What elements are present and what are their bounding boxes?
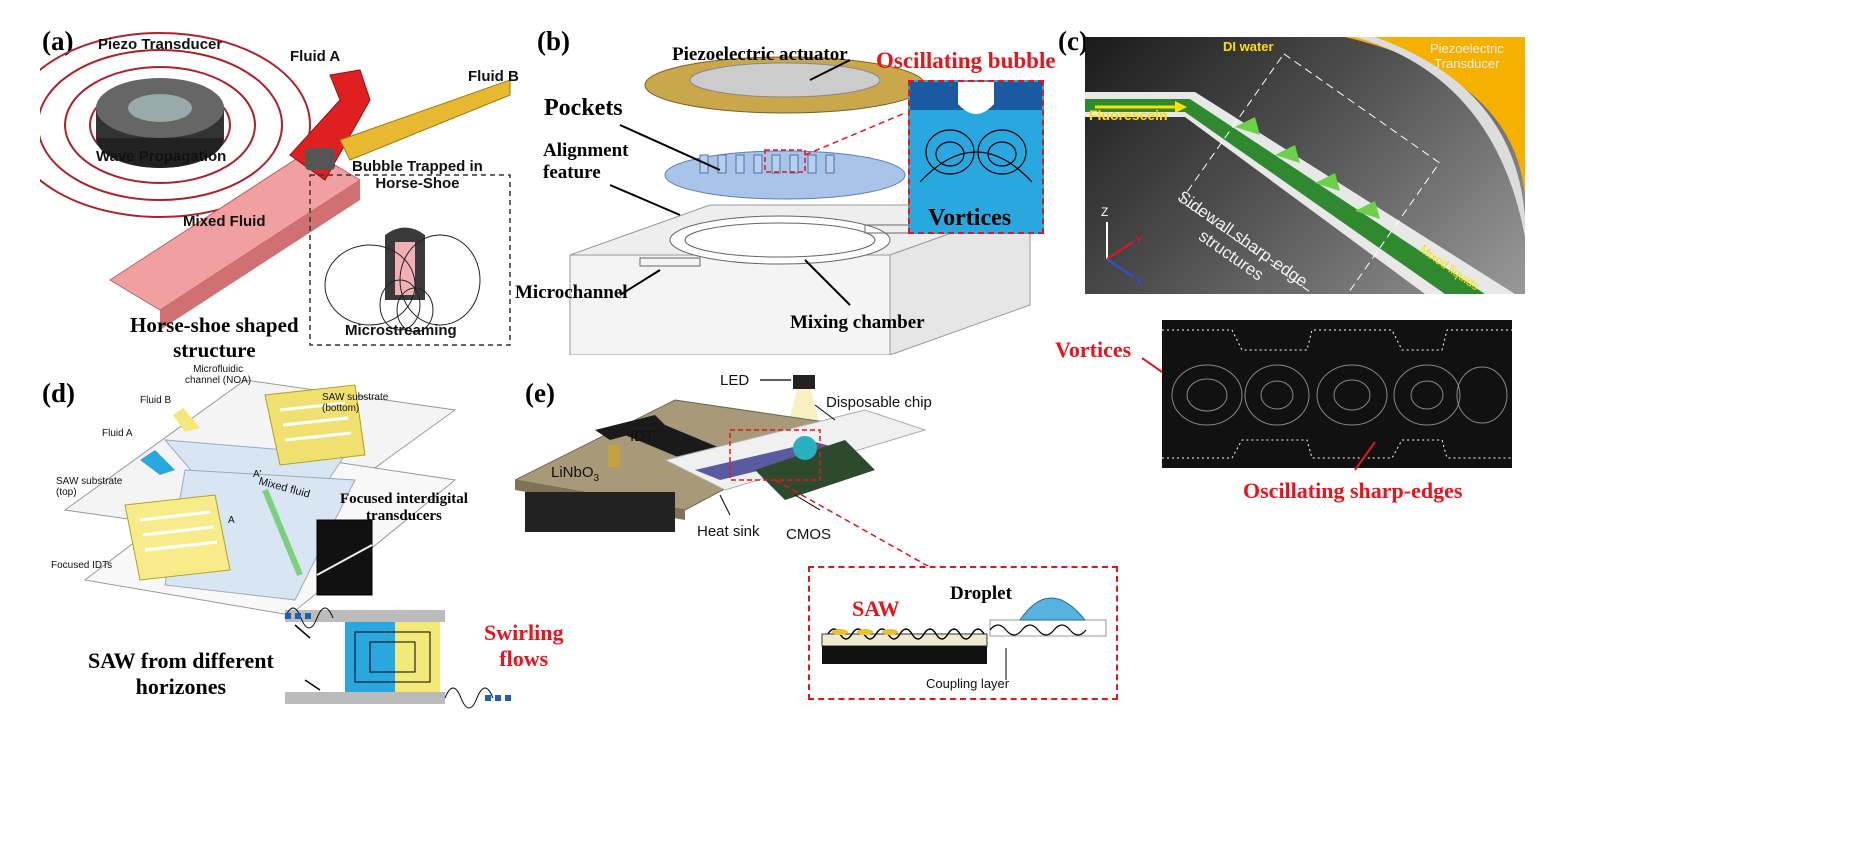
fluid-b-d-label: Fluid B: [140, 395, 172, 406]
panel-d-illustration: [63, 379, 511, 709]
piezo-transducer-label: Piezo Transducer: [98, 36, 223, 53]
saw-bottom-label: SAW substrate(bottom): [322, 392, 389, 414]
a-prime-label: A': [253, 469, 262, 480]
panel-label-a: (a): [42, 26, 74, 56]
di-water-label: DI water: [1223, 39, 1274, 54]
saw-e-label: SAW: [852, 596, 900, 621]
panel-c-arrows: [1141, 357, 1376, 471]
coupling-layer-label: Coupling layer: [926, 676, 1010, 691]
mixing-chamber-label: Mixing chamber: [790, 312, 925, 333]
panel-label-e: (e): [525, 378, 555, 408]
heat-sink-label: Heat sink: [697, 523, 760, 540]
panel-label-d: (d): [42, 378, 75, 408]
focused-idts-label: Focused IDTs: [51, 560, 113, 571]
a-label: A: [228, 515, 235, 526]
saw-inset: [808, 566, 1118, 700]
oscillating-edges-label: Oscillating sharp-edges: [1243, 478, 1463, 503]
wave-propagation-label: Wave Propagation: [96, 148, 227, 165]
disposable-chip-label: Disposable chip: [826, 394, 932, 411]
panel-label-c: (c): [1058, 26, 1088, 56]
led-label: LED: [720, 372, 750, 389]
cmos-label: CMOS: [786, 526, 831, 543]
panel-a-illustration: [40, 32, 511, 346]
axis-z-label: Z: [1101, 205, 1109, 219]
droplet-label: Droplet: [950, 583, 1012, 604]
idt-label: IDT: [630, 428, 655, 445]
microstreaming-label: Microstreaming: [345, 322, 457, 339]
fluid-a-d-label: Fluid A: [102, 428, 133, 439]
pockets-label: Pockets: [544, 95, 623, 121]
mixed-fluid-label: Mixed Fluid: [183, 213, 266, 230]
vortices-image: [1162, 320, 1512, 468]
fluorescein-label: Fluorescein: [1089, 107, 1168, 123]
axis-x-label: X: [1135, 275, 1144, 289]
saw-top-label: SAW substrate(top): [56, 476, 123, 498]
linbo3-label: LiNbO3: [551, 464, 600, 484]
piezo-actuator-label: Piezoelectric actuator: [672, 44, 848, 65]
panel-e-illustration: [515, 375, 936, 571]
oscillating-bubble-label: Oscillating bubble: [876, 48, 1056, 73]
microchannel-label: Microchannel: [515, 282, 628, 303]
vortices-c-label: Vortices: [1055, 337, 1132, 362]
fluid-b-label: Fluid B: [468, 68, 519, 85]
axis-y-label: Y: [1135, 233, 1144, 247]
vortices-b-label: Vortices: [928, 205, 1012, 231]
vortex-inset: [908, 80, 1044, 234]
panel-label-b: (b): [537, 26, 570, 56]
fluid-a-label: Fluid A: [290, 48, 341, 65]
